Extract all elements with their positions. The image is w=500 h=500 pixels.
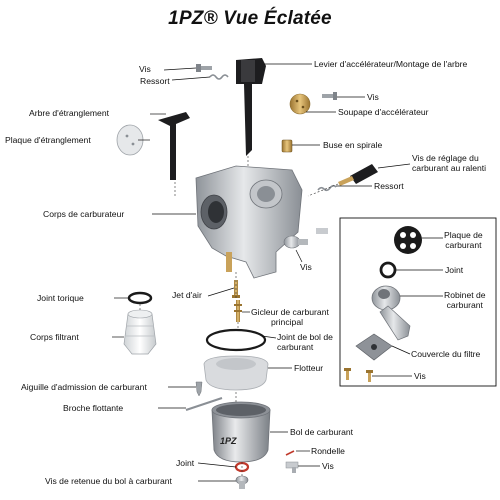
label-corps-filtrant: Corps filtrant xyxy=(30,332,79,342)
label-aiguille: Aiguille d'admission de carburant xyxy=(21,382,147,392)
label-vis-retenue: Vis de retenue du bol à carburant xyxy=(45,476,172,486)
filter-body-part xyxy=(123,309,157,355)
label-rondelle: Rondelle xyxy=(311,446,345,456)
valve-screw-part xyxy=(322,92,337,100)
label-joint-inset: Joint xyxy=(445,265,464,275)
bowl-retaining-screw-part xyxy=(235,475,249,489)
diagram-title: 1PZ® Vue Éclatée xyxy=(168,8,332,29)
washer-part xyxy=(285,450,295,456)
label-couvercle: Couvercle du filtre xyxy=(411,349,481,359)
label-bol: Bol de carburant xyxy=(290,427,354,437)
label-arbre: Arbre d'étranglement xyxy=(29,108,109,118)
label-soupape: Soupape d'accélérateur xyxy=(338,107,429,117)
label-flotteur: Flotteur xyxy=(294,363,324,373)
label-vis-bottom: Vis xyxy=(322,461,334,471)
mid-spring-part xyxy=(317,184,337,192)
inset-screws-part xyxy=(344,368,373,382)
label-corps: Corps de carburateur xyxy=(43,209,125,219)
float-pin-part xyxy=(185,397,223,411)
label-plaque-etranglement: Plaque d'étranglement xyxy=(5,135,91,145)
top-screw-part xyxy=(196,64,212,72)
explode-axes xyxy=(139,156,339,476)
label-joint-bol: Joint de bol de carburant xyxy=(277,332,333,352)
label-vis-inset: Vis xyxy=(414,371,426,381)
idle-screw-part xyxy=(338,164,378,186)
float-part xyxy=(203,355,269,391)
main-jet-part xyxy=(234,300,242,322)
label-vis-corps: Vis xyxy=(300,262,312,272)
label-joint-bol-line1: Joint de bol de xyxy=(277,332,333,342)
bottom-screw-part xyxy=(285,461,299,473)
bowl-gasket-part xyxy=(205,328,267,352)
body-screw-part xyxy=(283,228,328,249)
label-vis-levier: Vis xyxy=(367,92,379,102)
label-plaque-carburant: Plaque de carburant xyxy=(444,230,483,250)
label-vis-reglage: Vis de réglage du carburant au ralenti xyxy=(412,153,486,173)
bowl-brand-text: 1PZ xyxy=(220,436,237,446)
label-robinet: Robinet de carburant xyxy=(444,290,486,310)
label-gicleur-line1: Gicleur de carburant xyxy=(251,307,329,317)
label-gicleur-line2: principal xyxy=(271,317,304,327)
fuel-plate-part xyxy=(394,226,422,254)
needle-part xyxy=(195,381,203,397)
label-robinet-line1: Robinet de xyxy=(444,290,486,300)
label-jet-air: Jet d'air xyxy=(172,290,202,300)
label-broche: Broche flottante xyxy=(63,403,124,413)
leader-lines xyxy=(112,63,443,482)
label-vis-reglage-line2: carburant au ralenti xyxy=(412,163,487,173)
throttle-valve-part xyxy=(289,93,311,115)
label-vis-top: Vis xyxy=(139,64,151,74)
label-gicleur: Gicleur de carburant principal xyxy=(251,307,329,327)
o-ring-part xyxy=(127,291,153,305)
label-ressort-top: Ressort xyxy=(140,76,170,86)
carburetor-body-part xyxy=(195,165,303,279)
label-plaque-carburant-line2: carburant xyxy=(445,240,482,250)
spiral-nozzle-part xyxy=(281,139,293,153)
label-buse: Buse en spirale xyxy=(323,140,383,150)
label-plaque-carburant-line1: Plaque de xyxy=(444,230,483,240)
top-spring-part xyxy=(209,74,229,80)
label-joint-bol-line2: carburant xyxy=(277,342,314,352)
choke-shaft-part xyxy=(158,112,190,180)
fuel-valve-part xyxy=(371,285,411,341)
filter-cover-part xyxy=(355,333,393,361)
label-vis-reglage-line1: Vis de réglage du xyxy=(412,153,479,163)
label-joint-bottom: Joint xyxy=(176,458,195,468)
label-robinet-line2: carburant xyxy=(446,300,483,310)
label-joint-torique: Joint torique xyxy=(37,293,84,303)
inset-frame xyxy=(339,217,497,387)
fuel-bowl-part: 1PZ xyxy=(211,401,271,463)
inset-gasket-part xyxy=(379,261,397,279)
throttle-lever-part xyxy=(236,58,266,156)
label-levier: Levier d'accélérateur/Montage de l'arbre xyxy=(314,59,468,69)
label-ressort-mid: Ressort xyxy=(374,181,404,191)
